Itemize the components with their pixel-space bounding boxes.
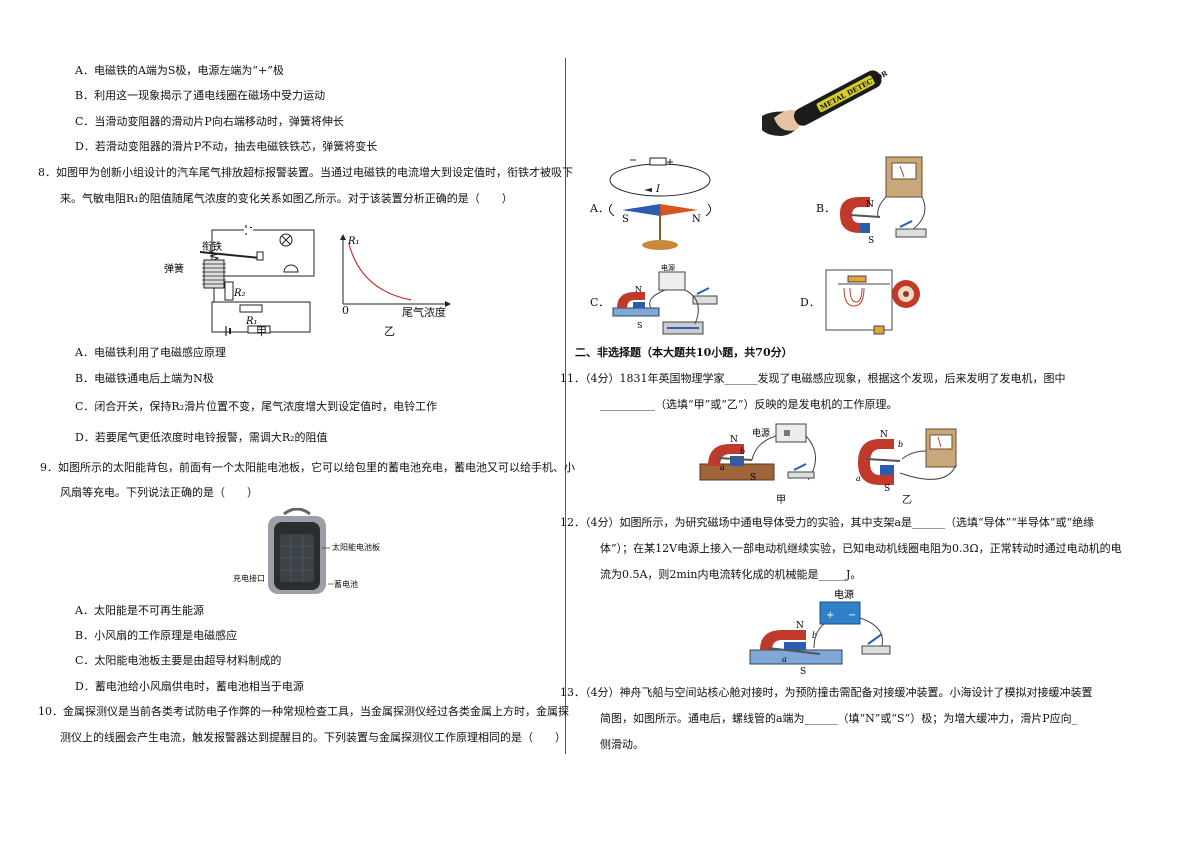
q11-jia-source-label: 电源	[752, 427, 770, 439]
q10-option-d-figure	[825, 269, 920, 335]
q8-option-c: C．闭合开关，保持R₂滑片位置不变，尾气浓度增大到设定值时，电铃工作	[75, 400, 438, 413]
q9-label-panel: 太阳能电池板	[332, 543, 380, 552]
q11-figure-yi: N S b a	[856, 428, 957, 494]
svg-text:−: −	[848, 610, 856, 621]
q10-a-s-label: S	[622, 214, 629, 225]
q11-yi-n-label: N	[880, 430, 888, 440]
q12-line3: 流为0.5A，则2min内电流转化成的机械能是_____J。	[600, 568, 862, 581]
q10-c-s-label: S	[637, 321, 642, 330]
q8-option-d: D．若要尾气更低浓度时电铃报警，需调大R₂的阻值	[75, 431, 328, 444]
q13-line3: 侧滑动。	[600, 738, 644, 751]
q11-label-jia: 甲	[776, 495, 786, 506]
q9-stem-line2: 风扇等充电。下列说法正确的是（ ）	[60, 486, 258, 499]
q9-option-a: A．太阳能是不可再生能源	[75, 604, 204, 617]
q13-line2: 简图，如图所示。通电后，螺线管的a端为______（填“N”或“S”）极；为增大…	[600, 712, 1078, 725]
q12-source-label: 电源	[834, 588, 854, 601]
q10-stem-line2: 测仪上的线圈会产生电流，触发报警器达到提醒目的。下列装置与金属探测仪工作原理相同…	[60, 731, 566, 744]
section-2-heading: 二、非选择题（本大题共10小题，共70分）	[575, 346, 793, 359]
q12-b-label: b	[812, 631, 817, 640]
q8-graph-origin: 0	[342, 304, 349, 317]
q12-line2: 体”）；在某12V电源上接入一部电动机继续实验，已知电动机线圈电阻为0.3Ω，正…	[600, 542, 1122, 555]
q9-label-lines	[274, 547, 334, 585]
detector-text: METAL DETECTOR	[818, 68, 889, 111]
q8-graph-x-label: 尾气浓度	[402, 306, 446, 319]
q8-label-spring: 弹簧	[164, 262, 184, 275]
q7-option-a: A．电磁铁的A端为S极，电源左端为“+”极	[75, 64, 284, 77]
q8-label-r1: R₁	[245, 316, 258, 327]
q9-option-c: C．太阳能电池板主要是由超导材料制成的	[75, 654, 282, 667]
q8-label-r2: R₂	[233, 288, 246, 299]
q10-option-c-label: C．	[590, 296, 610, 309]
q12-line1: 12．（4分）如图所示，为研究磁场中通电导体受力的实验，其中支架a是______…	[560, 516, 1095, 529]
q9-backpack-image	[268, 508, 326, 594]
q8-option-b: B．电磁铁通电后上端为N极	[75, 372, 214, 385]
q11-line1: 11．（4分）1831年英国物理学家______发现了电磁感应现象，根据这个发现…	[560, 372, 1066, 385]
q11-line2: __________（选填“甲”或“乙”）反映的是发电机的工作原理。	[600, 398, 898, 411]
q11-figure-jia: N S b a 电源	[699, 423, 816, 483]
q8-label-armature: 衔铁	[202, 240, 222, 253]
q8-label-yi: 乙	[384, 325, 395, 338]
metal-detector-image: METAL DETECTOR	[762, 68, 889, 136]
q8-label-jia: 甲	[256, 325, 267, 338]
q11-yi-b-label: b	[898, 440, 903, 449]
q10-option-b-figure: N S	[840, 156, 927, 246]
q10-option-a-label: A．	[590, 202, 609, 215]
q10-option-c-figure: N S 电源	[612, 263, 718, 335]
q10-option-d-label: D．	[800, 296, 820, 309]
q10-b-n-label: N	[866, 200, 874, 210]
q11-yi-s-label: S	[884, 484, 890, 494]
q8-stem-line1: 8．如图甲为创新小组设计的汽车尾气排放超标报警装置。当通过电磁铁的电流增大到设定…	[38, 166, 573, 179]
svg-text:+: +	[826, 610, 834, 621]
q11-label-yi: 乙	[902, 495, 912, 506]
q11-jia-n-label: N	[730, 435, 738, 445]
q8-option-a: A．电磁铁利用了电磁感应原理	[75, 346, 226, 359]
q11-jia-b-label: b	[740, 447, 745, 456]
q7-option-d: D．若滑动变阻器的滑片P不动，抽去电磁铁铁芯，弹簧将变长	[75, 140, 378, 153]
q7-option-b: B．利用这一现象揭示了通电线圈在磁场中受力运动	[75, 89, 326, 102]
q8-graph-y-label: R₁	[347, 236, 360, 247]
q9-option-d: D．蓄电池给小风扇供电时，蓄电池相当于电源	[75, 680, 304, 693]
q10-option-b-label: B．	[816, 202, 836, 215]
q8-stem-line2: 来。气敏电阻R₁的阻值随尾气浓度的变化关系如图乙所示。对于该装置分析正确的是（ …	[60, 192, 513, 205]
q9-label-battery: 蓄电池	[334, 580, 358, 589]
q10-c-source-label: 电源	[661, 263, 675, 272]
column-divider	[565, 58, 566, 754]
q9-stem-line1: 9．如图所示的太阳能背包，前面有一个太阳能电池板，它可以给包里的蓄电池充电，蓄电…	[40, 461, 575, 474]
q13-line1: 13．（4分）神舟飞船与空间站核心舱对接时，为预防撞击需配备对接缓冲装置。小海设…	[560, 686, 1093, 699]
q9-label-port: 充电接口	[233, 574, 265, 583]
q10-a-n-label: N	[692, 214, 701, 225]
q12-figure: 电源 + − N S a b	[749, 588, 891, 677]
q10-stem-line1: 10．金属探测仪是当前各类考试防电子作弊的一种常规检查工具，当金属探测仪经过各类…	[38, 705, 569, 718]
q9-option-b: B．小风扇的工作原理是电磁感应	[75, 629, 238, 642]
q12-n-label: N	[796, 621, 804, 631]
q11-yi-a-label: a	[856, 474, 861, 483]
q8-circuit-diagram: 衔铁 弹簧 R₂ R₁	[164, 225, 315, 336]
q11-jia-a-label: a	[720, 463, 725, 472]
q12-s-label: S	[800, 667, 806, 677]
q8-resistance-graph: R₁	[340, 234, 451, 307]
q10-a-current-label: I	[655, 184, 661, 195]
q11-jia-s-label: S	[750, 473, 756, 483]
q10-c-n-label: N	[635, 285, 642, 294]
q10-option-a-figure: I S N	[608, 157, 712, 250]
q12-a-label: a	[782, 655, 787, 664]
q10-b-s-label: S	[868, 236, 874, 246]
q7-option-c: C．当滑动变阻器的滑动片P向右端移动时，弹簧将伸长	[75, 115, 344, 128]
